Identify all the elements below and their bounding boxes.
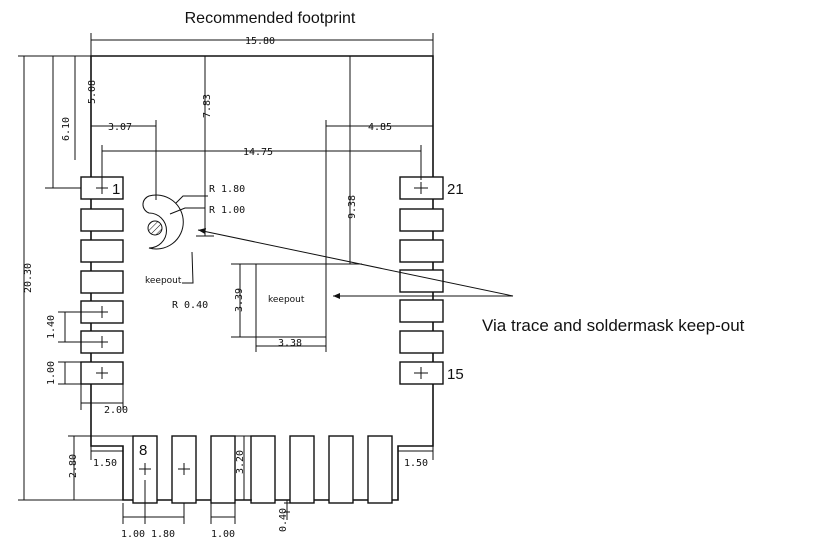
pad <box>328 435 354 504</box>
radius-leader <box>169 207 205 215</box>
dim-notch-gap: 0.40 <box>278 508 289 532</box>
pad <box>399 239 444 263</box>
dim-pitch: 1.40 <box>46 315 57 339</box>
pad-cross-marker <box>178 463 190 475</box>
pad <box>250 435 276 504</box>
pad <box>399 330 444 354</box>
pad <box>367 435 393 504</box>
bottom-pad-row <box>132 435 393 504</box>
pad-cross-marker <box>414 367 428 379</box>
pin-number-8: 8 <box>139 442 147 459</box>
right-pad-column <box>399 176 444 385</box>
left-pad-column <box>80 176 124 385</box>
dim-bottom-pad-width-2: 1.00 <box>211 529 235 540</box>
pad <box>80 239 124 263</box>
dim-keepout-height: 3.39 <box>234 288 245 312</box>
keepout-area <box>255 263 327 338</box>
dimension-lines <box>18 33 434 524</box>
pad <box>80 270 124 294</box>
pin-number-21: 21 <box>447 181 464 198</box>
radius-leader <box>175 195 208 204</box>
radius-leader <box>182 251 194 284</box>
diagram-title: Recommended footprint <box>185 10 356 27</box>
pad <box>399 208 444 232</box>
pad <box>210 435 236 504</box>
pad <box>399 299 444 323</box>
callout-leader <box>197 229 514 297</box>
dim-left-to-via: 3.07 <box>108 122 132 133</box>
pad <box>80 208 124 232</box>
dim-right-to-keepout: 4.85 <box>368 122 392 133</box>
dim-top-to-pin1: 6.10 <box>61 117 72 141</box>
dim-overall-height: 20.30 <box>23 263 34 293</box>
ring-inner-radius-label: R 1.00 <box>209 205 245 216</box>
pin-number-15: 15 <box>447 366 464 383</box>
pin-number-1: 1 <box>112 181 120 198</box>
dim-notch-height: 3.20 <box>235 450 246 474</box>
callout-arrowhead <box>333 293 340 299</box>
pad <box>289 435 315 504</box>
callout-arrowhead <box>198 228 206 234</box>
dim-pad-span: 14.75 <box>243 147 273 158</box>
callout-text: Via trace and soldermask keep-out <box>482 316 745 335</box>
pad-cross-marker <box>139 463 151 475</box>
dim-bottom-pad-width: 1.00 <box>121 529 145 540</box>
pad-cross-marker <box>96 367 108 379</box>
dim-bottom-pitch: 1.80 <box>151 529 175 540</box>
dim-top-to-via: 5.08 <box>87 80 98 104</box>
via-radius-label: R 0.40 <box>172 300 208 311</box>
dim-bottom-right-offset: 1.50 <box>404 458 428 469</box>
via-keepout-label: keepout <box>145 276 182 286</box>
pad-cross-marker <box>414 182 428 194</box>
dim-pad-length: 2.00 <box>104 405 128 416</box>
keepout-area-label: keepout <box>268 295 305 305</box>
dim-bottom-left-offset: 1.50 <box>93 458 117 469</box>
ring-outer-radius-label: R 1.80 <box>209 184 245 195</box>
dim-keepout-width: 3.38 <box>278 338 302 349</box>
dim-bottom-pad-height: 2.80 <box>68 454 79 478</box>
dim-top-to-keepout: 9.38 <box>347 195 358 219</box>
dim-pad-width: 1.00 <box>46 361 57 385</box>
via-hatched <box>147 220 163 236</box>
dim-top-to-ring: 7.83 <box>202 94 213 118</box>
dim-overall-width: 15.80 <box>245 36 275 47</box>
via-keepout-ring <box>142 194 184 250</box>
